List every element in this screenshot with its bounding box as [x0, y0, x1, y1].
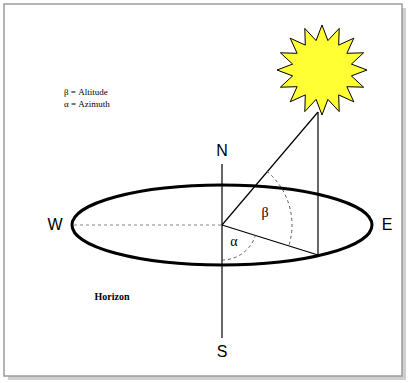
compass-point: S — [217, 344, 228, 360]
frame-border — [4, 4, 402, 376]
compass-point: N — [216, 143, 228, 159]
sun-ray-line — [222, 112, 318, 225]
compass-point: W — [47, 217, 62, 233]
horizon-label: Horizon — [95, 292, 130, 302]
altitude-arc — [267, 171, 292, 246]
compass-point: E — [382, 217, 393, 233]
vertical-drop-line — [317, 112, 318, 255]
projection-line — [222, 225, 318, 255]
azimuth-arc — [222, 236, 255, 261]
sun-star-shape — [277, 25, 367, 115]
west-dashed-line — [74, 225, 222, 226]
angle-symbol: α — [230, 235, 237, 249]
legend-note: β = Altitude — [64, 88, 108, 97]
legend-note: α = Azimuth — [64, 100, 110, 109]
angle-symbol: β — [261, 206, 268, 220]
sun-star — [277, 25, 367, 115]
north-south-line — [221, 164, 222, 338]
